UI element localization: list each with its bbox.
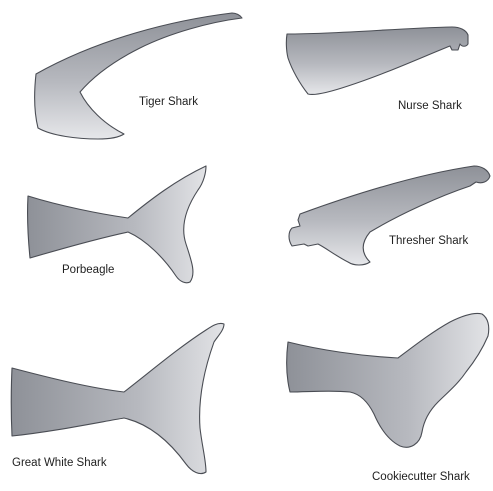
great-white-shark-tail xyxy=(11,323,224,473)
nurse-shark-label: Nurse Shark xyxy=(398,100,462,112)
tiger-shark-label: Tiger Shark xyxy=(139,96,198,108)
tiger-shark-tail xyxy=(35,13,242,139)
thresher-shark-label: Thresher Shark xyxy=(389,235,469,247)
porbeagle-tail xyxy=(28,166,206,283)
great-white-shark-label: Great White Shark xyxy=(12,457,107,469)
thresher-shark-tail xyxy=(289,166,490,265)
cookiecutter-shark-tail xyxy=(287,313,489,447)
nurse-shark-tail xyxy=(286,27,468,95)
porbeagle-label: Porbeagle xyxy=(62,264,114,276)
cookiecutter-shark-label: Cookiecutter Shark xyxy=(372,471,470,483)
